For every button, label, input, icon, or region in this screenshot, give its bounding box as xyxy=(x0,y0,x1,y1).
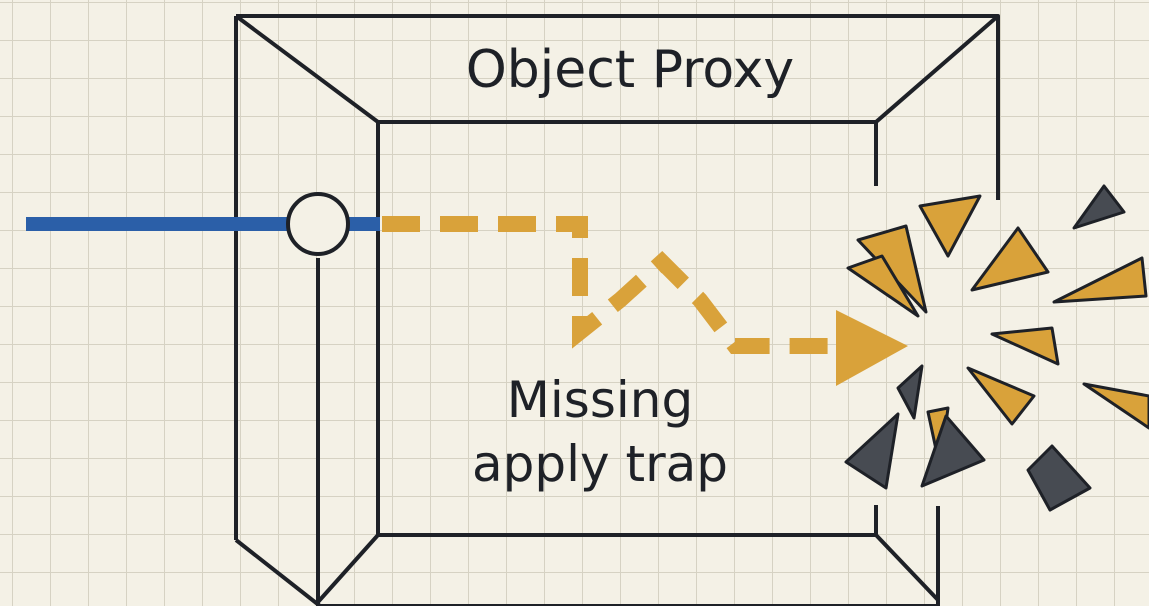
proxy-box-inner-top xyxy=(378,120,878,186)
shard xyxy=(990,326,1060,366)
dashed-call-path xyxy=(382,216,840,354)
shard xyxy=(920,414,986,488)
shard xyxy=(846,254,920,318)
missing-trap-caption: Missing apply trap xyxy=(420,368,780,496)
proxy-box-outer-bottom xyxy=(320,533,940,606)
shard xyxy=(844,412,900,490)
caption-line-2: apply trap xyxy=(471,435,729,493)
shard xyxy=(896,364,924,420)
shard xyxy=(1072,184,1126,230)
shard xyxy=(970,226,1050,292)
shard xyxy=(1082,382,1149,430)
bevel-inner-bottom-left xyxy=(316,533,380,604)
shard xyxy=(918,194,982,258)
circle-node-icon xyxy=(286,192,350,256)
bevel-top-right xyxy=(874,14,1000,124)
shard xyxy=(966,366,1036,426)
shatter-burst-icon xyxy=(844,184,1149,512)
shard xyxy=(1026,444,1092,512)
proxy-box-inner-left xyxy=(376,122,878,537)
diagram-title: Object Proxy xyxy=(465,40,795,100)
caption-line-1: Missing xyxy=(506,371,694,429)
bevel-top-left xyxy=(234,14,380,124)
bevel-bottom-left xyxy=(234,538,322,606)
shard xyxy=(1052,256,1148,304)
arrow-head-icon xyxy=(836,310,908,386)
proxy-box xyxy=(234,14,1000,606)
